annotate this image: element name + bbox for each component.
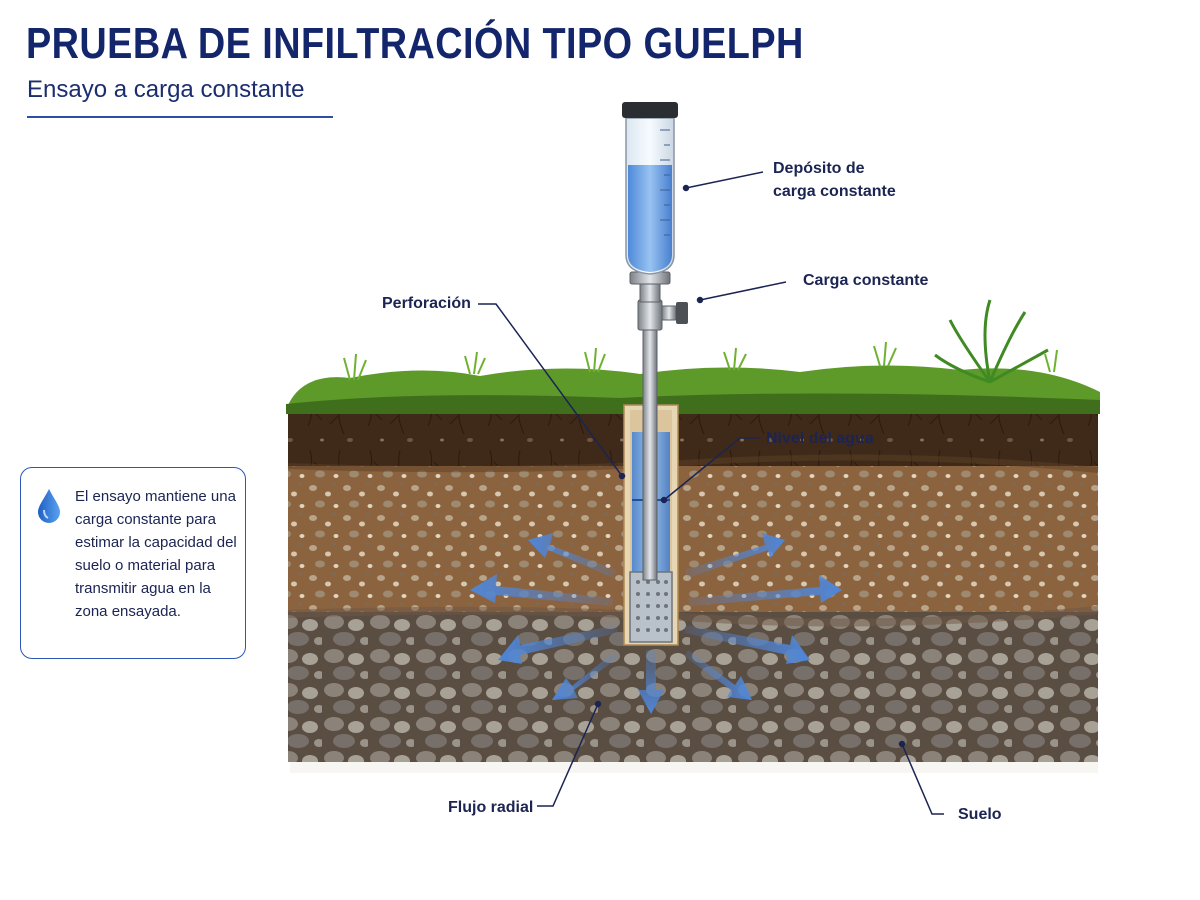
info-text: El ensayo mantiene una carga constante p…: [75, 488, 237, 620]
label-radial-flow: Flujo radial: [448, 799, 534, 816]
label-constant-head: Carga constante: [803, 272, 929, 289]
water-drop-icon: [38, 489, 60, 523]
label-water-level: Nivel del agua: [766, 430, 874, 447]
label-borehole: Perforación: [382, 295, 471, 312]
fern-plant: [934, 299, 1049, 384]
label-reservoir: Depósito de carga constante: [773, 160, 896, 200]
soil-block: [287, 408, 1099, 773]
page-title: PRUEBA DE INFILTRACIÓN TIPO GUELPH: [26, 19, 804, 68]
title-divider: [27, 116, 333, 118]
grass-layer: [286, 341, 1100, 414]
label-soil: Suelo: [958, 806, 1002, 823]
page-subtitle: Ensayo a carga constante: [27, 76, 305, 103]
info-box: El ensayo mantiene una carga constante p…: [20, 467, 246, 659]
radial-flow-arrows: [470, 533, 842, 714]
leader-lines: [478, 171, 944, 815]
permeameter: [622, 102, 688, 581]
